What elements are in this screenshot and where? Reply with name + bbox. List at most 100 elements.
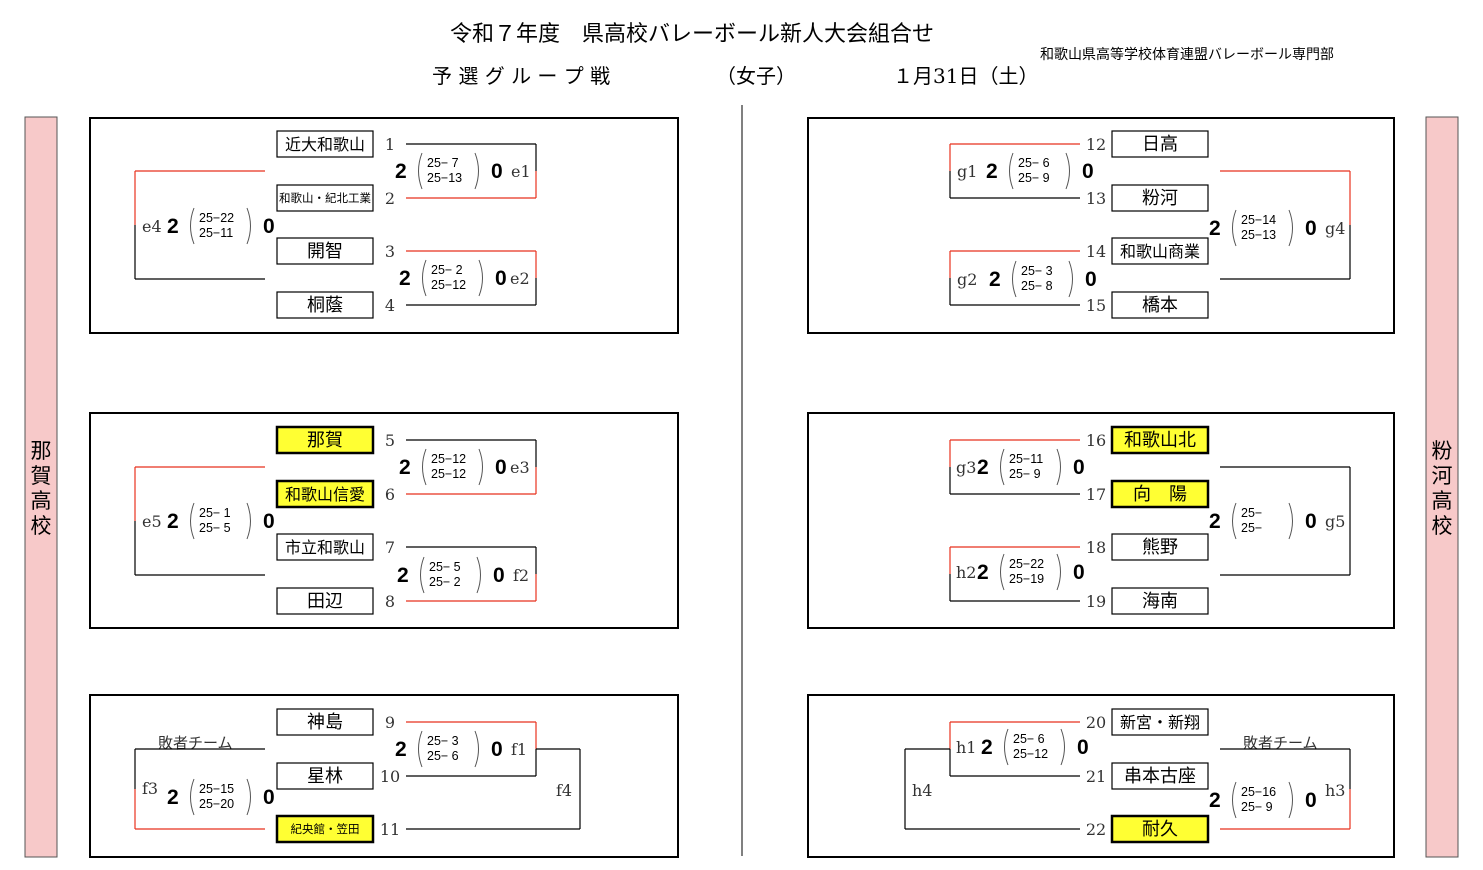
set-score: 25− 1: [199, 506, 231, 520]
loser-sets: 0: [495, 456, 507, 479]
left-paren-icon: [418, 152, 423, 190]
match-label: e2: [510, 269, 530, 288]
team-number: 9: [385, 713, 395, 732]
match-h4: h4: [912, 781, 932, 800]
right-paren-icon: [1288, 209, 1293, 247]
team-box: [1111, 237, 1209, 265]
team-entry: 近大和歌山 1: [276, 130, 395, 158]
team-name: 耐久: [1142, 819, 1178, 840]
right-paren-icon: [246, 778, 251, 816]
team-name: 近大和歌山: [285, 135, 365, 154]
set-score: 25−13: [427, 171, 462, 185]
team-name: 紀央館・笠田: [291, 822, 360, 836]
set-score: 25− 3: [427, 734, 459, 748]
set-score: 25−12: [431, 467, 466, 481]
team-box: [1111, 130, 1209, 158]
loser-sets: 0: [1305, 217, 1317, 240]
team-box: [275, 479, 375, 509]
team-box: [1111, 533, 1209, 561]
loser-sets: 0: [263, 786, 275, 809]
left-paren-icon: [418, 730, 423, 768]
team-entry: 向 陽17: [1086, 479, 1210, 509]
set-score: 25−13: [1241, 228, 1276, 242]
team-box: [276, 291, 374, 319]
set-score: 25− 7: [427, 156, 459, 170]
left-paren-icon: [1232, 209, 1237, 247]
match-label: h3: [1325, 781, 1345, 800]
winner-sets: 2: [977, 456, 989, 479]
team-name: 和歌山商業: [1120, 242, 1200, 261]
team-number: 1: [385, 135, 395, 154]
team-name: 開智: [307, 241, 343, 262]
side-label-right-char: 河: [1432, 464, 1453, 488]
left-paren-icon: [190, 778, 195, 816]
right-paren-icon: [1056, 448, 1061, 486]
set-score: 25− 2: [429, 575, 461, 589]
match-label: e3: [510, 458, 530, 477]
left-paren-icon: [1000, 448, 1005, 486]
right-paren-icon: [474, 730, 479, 768]
set-score: 25− 8: [1021, 279, 1053, 293]
match-label: f3: [142, 779, 158, 798]
set-score: 25−12: [1013, 747, 1048, 761]
winner-sets: 2: [167, 215, 179, 238]
set-score: 25− 6: [1013, 732, 1045, 746]
right-paren-icon: [1068, 260, 1073, 298]
team-box: [1111, 708, 1209, 736]
date-label: １月31日（土）: [893, 64, 1038, 88]
organizer-label: 和歌山県高等学校体育連盟バレーボール専門部: [1040, 46, 1334, 63]
left-paren-icon: [422, 259, 427, 297]
team-number: 18: [1086, 538, 1106, 557]
team-name: 和歌山北: [1124, 430, 1196, 451]
side-label-left-char: 賀: [31, 464, 52, 488]
team-box: [276, 130, 374, 158]
loser-sets: 0: [1305, 789, 1317, 812]
loser-sets: 0: [1073, 561, 1085, 584]
team-box: [276, 533, 374, 561]
set-score: 25− 2: [431, 263, 463, 277]
team-number: 2: [385, 189, 395, 208]
match-label: f4: [556, 781, 572, 800]
set-score: 25−11: [1009, 452, 1043, 466]
team-number: 14: [1086, 242, 1106, 261]
loser-sets: 0: [491, 738, 503, 761]
right-paren-icon: [476, 556, 481, 594]
page-subtitle: 予 選 グ ル ー プ 戦: [432, 64, 610, 88]
set-score: 25−12: [431, 452, 466, 466]
winner-sets: 2: [397, 564, 409, 587]
right-paren-icon: [474, 152, 479, 190]
right-paren-icon: [246, 502, 251, 540]
team-name: 那賀: [307, 430, 343, 451]
set-score: 25− 9: [1009, 467, 1041, 481]
group-box-g5: [807, 412, 1395, 629]
group-box-f: [89, 694, 679, 858]
set-score: 25−: [1241, 521, 1262, 535]
team-box: [276, 237, 374, 265]
winner-sets: 2: [399, 267, 411, 290]
side-label-left-char: 校: [31, 514, 52, 538]
loser-sets: 0: [1073, 456, 1085, 479]
right-paren-icon: [246, 207, 251, 245]
team-box: [276, 762, 374, 790]
team-box: [1110, 479, 1210, 509]
team-box: [1111, 184, 1209, 212]
team-name: 星林: [307, 766, 343, 787]
team-name: 日高: [1142, 134, 1178, 155]
group-box-h: [807, 694, 1395, 858]
match-label: e1: [511, 162, 531, 181]
winner-sets: 2: [399, 456, 411, 479]
